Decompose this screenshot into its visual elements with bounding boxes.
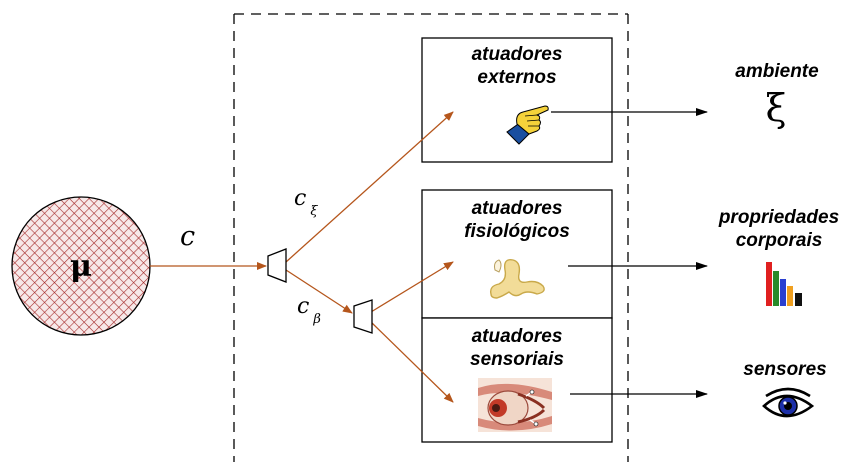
target-sensores-label: sensores <box>743 359 827 380</box>
signal-c-label: c <box>180 221 196 252</box>
signal-c-beta-base: c <box>297 294 310 319</box>
target-ambiente-symbol: ξ <box>765 86 787 130</box>
eye-icon <box>762 387 815 418</box>
signal-c-beta-sub: β <box>313 312 321 327</box>
signal-c-xi-sub: ξ <box>310 204 318 219</box>
signal-c-beta-label: cβ <box>297 294 321 327</box>
box-title-sensoriais: atuadores sensoriais <box>470 326 564 370</box>
target-corporais-label: propriedades corporais <box>718 207 840 251</box>
box-title-externos: atuadores externos <box>471 44 563 88</box>
arrow-c-beta <box>285 269 353 314</box>
arrow-to-fisiologicos <box>370 261 454 313</box>
arrow-to-sensoriais <box>370 321 454 403</box>
eye-muscles-icon <box>478 378 552 432</box>
signal-c-xi-label: cξ <box>294 186 318 219</box>
split-node-1 <box>267 248 287 283</box>
agent-symbol: μ <box>70 249 92 284</box>
hand-pointer-icon <box>506 105 549 145</box>
target-ambiente-label: ambiente <box>735 61 819 82</box>
box-title-fisiologicos: atuadores fisiológicos <box>464 198 570 242</box>
signal-c-xi-base: c <box>294 186 307 211</box>
arrow-c-xi <box>285 111 454 263</box>
split-node-2 <box>353 299 373 334</box>
organ-icon <box>489 259 545 299</box>
bar-chart-icon <box>766 262 802 306</box>
